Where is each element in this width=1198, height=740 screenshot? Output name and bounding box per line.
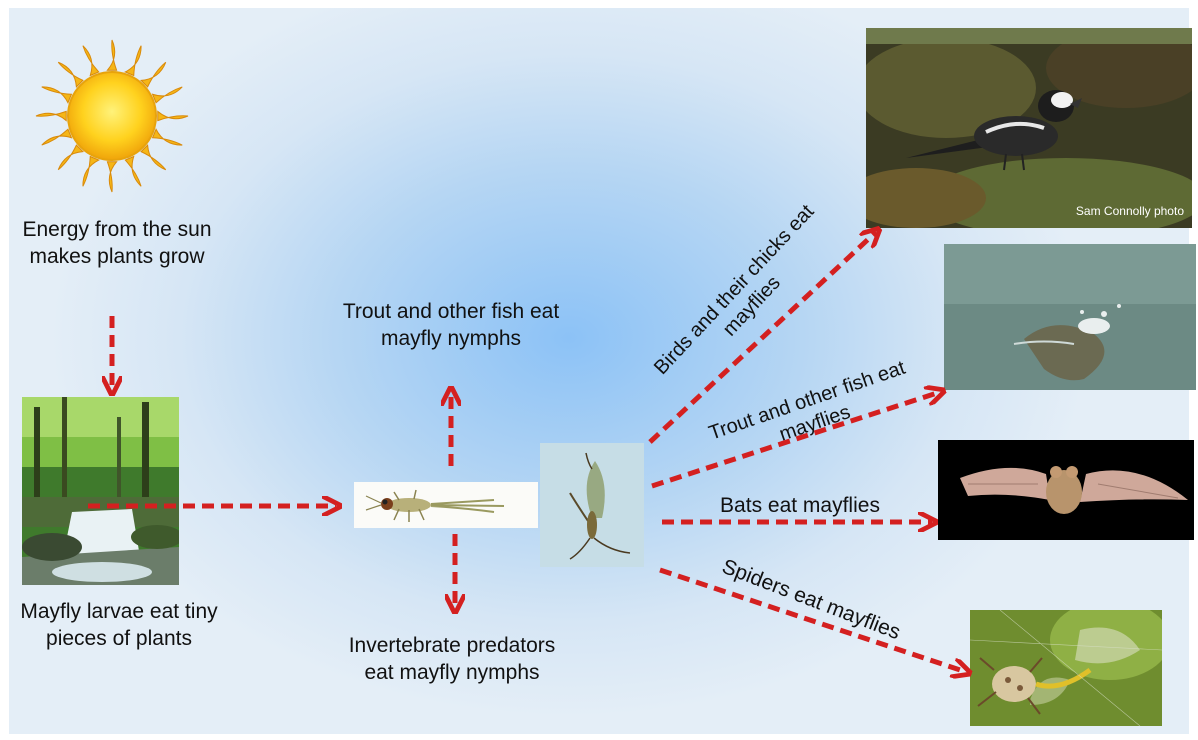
arrow-mayfly-to-spiders bbox=[660, 570, 966, 672]
arrow-mayfly-to-birds bbox=[650, 232, 876, 442]
arrow-mayfly-to-fish bbox=[652, 392, 940, 486]
